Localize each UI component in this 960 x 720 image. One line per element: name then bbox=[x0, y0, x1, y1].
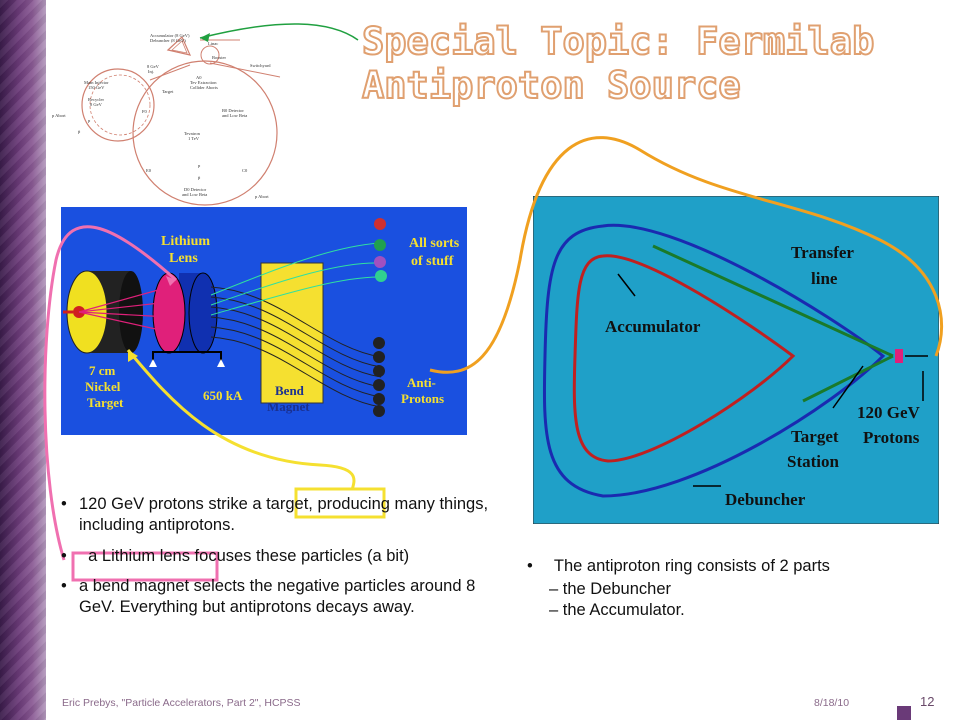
transfer-label-1: Transfer bbox=[791, 243, 854, 262]
map-label: E0 bbox=[146, 168, 152, 173]
list-item: The antiproton ring consists of 2 parts bbox=[527, 556, 947, 577]
protons-label-2: Protons bbox=[863, 428, 920, 447]
footer-author: Eric Prebys, "Particle Accelerators, Par… bbox=[62, 697, 301, 709]
map-label: D0 Detector bbox=[184, 187, 207, 192]
slide-title: Special Topic: Fermilab Antiproton Sourc… bbox=[361, 19, 952, 108]
sub-item-accumulator: – the Accumulator. bbox=[549, 601, 685, 619]
map-label: Collider Aborts bbox=[190, 85, 218, 90]
map-label: p̄ bbox=[78, 129, 81, 134]
map-label: 1 TeV bbox=[188, 136, 200, 141]
map-label: Tevatron bbox=[184, 131, 201, 136]
map-label: Switchyard bbox=[250, 63, 271, 68]
nickel-label-2: Nickel bbox=[85, 379, 121, 394]
target-station-label-1: Target bbox=[791, 427, 839, 446]
bullet-text: 120 GeV protons strike a target, produci… bbox=[79, 495, 489, 534]
map-label: 8 GeV bbox=[90, 102, 103, 107]
map-label: p bbox=[88, 118, 91, 123]
list-item: a Lithium lens focuses these particles (… bbox=[61, 546, 501, 567]
list-item: 120 GeV protons strike a target, produci… bbox=[61, 494, 501, 536]
protons-label-1: 120 GeV bbox=[857, 403, 921, 422]
left-bullet-list: 120 GeV protons strike a target, produci… bbox=[61, 494, 501, 627]
map-label: p̄ bbox=[198, 175, 201, 180]
map-label: Accumulator (8 GeV) bbox=[150, 33, 190, 38]
fermilab-complex-map: Accumulator (8 GeV) Debuncher (8 GeV) Li… bbox=[50, 5, 290, 209]
map-label: and Low Beta bbox=[222, 113, 247, 118]
map-label: Debuncher (8 GeV) bbox=[150, 38, 186, 43]
list-item: a bend magnet selects the negative parti… bbox=[61, 576, 501, 618]
anti-label-1: Anti- bbox=[407, 375, 436, 390]
nickel-label-3: Target bbox=[87, 395, 124, 410]
title-line-1: Special Topic: Fermilab bbox=[361, 19, 875, 64]
bullet-text: a bend magnet selects the negative parti… bbox=[79, 577, 476, 616]
corner-decoration bbox=[897, 706, 911, 720]
title-line-2: Antiproton Source bbox=[361, 63, 742, 108]
right-bullet-list: The antiproton ring consists of 2 parts … bbox=[527, 556, 947, 621]
side-decoration-band bbox=[0, 0, 46, 720]
all-sorts-label-2: of stuff bbox=[411, 254, 454, 269]
transfer-label-2: line bbox=[811, 269, 838, 288]
target-station-label-2: Station bbox=[787, 452, 840, 471]
nickel-label-1: 7 cm bbox=[89, 363, 116, 378]
map-label: C0 bbox=[242, 168, 248, 173]
map-label: B0 Detector bbox=[222, 108, 244, 113]
current-label: 650 kA bbox=[203, 388, 243, 403]
map-label: Target bbox=[162, 89, 174, 94]
debuncher-label: Debuncher bbox=[725, 490, 806, 509]
map-label: p bbox=[198, 163, 201, 168]
map-label: p Abort bbox=[52, 113, 66, 118]
sub-item-debuncher: – the Debuncher bbox=[549, 580, 672, 598]
map-label: Main Injector bbox=[84, 80, 109, 85]
map-label: A0 bbox=[196, 75, 202, 80]
anti-label-2: Protons bbox=[401, 391, 444, 406]
all-sorts-label-1: All sorts bbox=[409, 236, 460, 251]
bend-label-1: Bend bbox=[275, 383, 305, 398]
map-label: Recycler bbox=[88, 97, 104, 102]
map-label: 8 GeV bbox=[147, 64, 160, 69]
map-label: F0 bbox=[142, 109, 148, 114]
footer-date: 8/18/10 bbox=[814, 697, 850, 709]
bend-label-2: Magnet bbox=[267, 399, 310, 414]
map-label: Booster bbox=[212, 55, 227, 60]
lens-label-1: Lithium bbox=[161, 234, 210, 249]
page-number: 12 bbox=[920, 694, 935, 709]
map-label: Linac bbox=[208, 41, 218, 46]
antiproton-ring-diagram: Transfer line Accumulator 120 GeV Proton… bbox=[533, 196, 939, 524]
lens-label-2: Lens bbox=[169, 251, 198, 266]
map-label: 150 GeV bbox=[88, 85, 105, 90]
bullet-text: a Lithium lens focuses these particles (… bbox=[79, 547, 410, 565]
map-label: and Low Beta bbox=[182, 192, 207, 197]
bullet-text: The antiproton ring consists of 2 parts bbox=[545, 557, 830, 575]
map-label: p Abort bbox=[255, 194, 269, 199]
map-label: Tev Extraction bbox=[190, 80, 217, 85]
target-lens-diagram: Lithium Lens All sorts of stuff 7 cm Nic… bbox=[61, 207, 467, 435]
map-label: Inj. bbox=[148, 69, 154, 74]
accumulator-label: Accumulator bbox=[605, 317, 701, 336]
